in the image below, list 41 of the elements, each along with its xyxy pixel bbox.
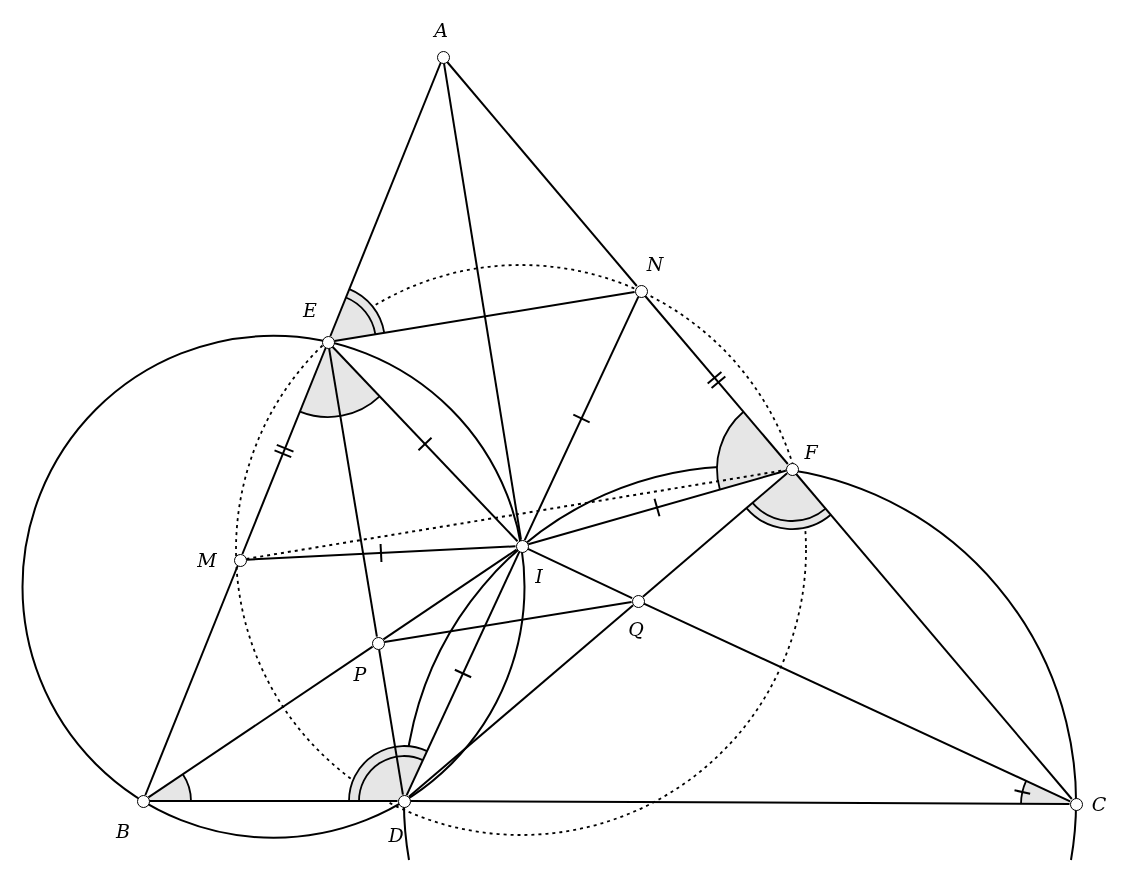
line-segment (644, 295, 789, 465)
point-marker (136, 794, 150, 808)
point-label: E (303, 300, 317, 320)
line-segment (527, 469, 787, 546)
point-label: D (388, 825, 404, 845)
point-marker (371, 636, 385, 650)
line-segment (523, 295, 640, 542)
point-label: I (535, 566, 543, 586)
line-segment (328, 347, 378, 638)
line-segment (409, 800, 1071, 805)
point-label: F (804, 442, 818, 462)
line-segment (407, 604, 635, 798)
line-segment (148, 800, 399, 802)
line-segment (241, 347, 327, 555)
line-segment (795, 473, 1073, 800)
point-label: N (646, 254, 664, 274)
line-segment (446, 61, 638, 287)
point-label: Q (628, 619, 644, 639)
line-segment (443, 62, 522, 541)
line-segment (144, 565, 239, 796)
line-segment (378, 648, 404, 796)
line-segment (382, 548, 518, 641)
point-label: P (353, 664, 367, 684)
line-segment (245, 545, 517, 561)
point-marker (233, 553, 247, 567)
line-segment (641, 472, 789, 598)
line-segment (329, 62, 442, 337)
line-segment (333, 291, 636, 342)
line-segment (526, 547, 634, 600)
point-label: A (434, 20, 448, 40)
line-segment (383, 601, 633, 643)
point-label: C (1091, 794, 1107, 814)
point-marker (436, 50, 450, 64)
line-segment (147, 645, 374, 799)
point-marker (634, 284, 648, 298)
point-label: B (116, 821, 130, 841)
line-segment (642, 602, 1072, 803)
line-segment (405, 550, 521, 797)
point-label: M (197, 550, 217, 570)
line-segment (331, 345, 519, 543)
point-marker (631, 594, 645, 608)
